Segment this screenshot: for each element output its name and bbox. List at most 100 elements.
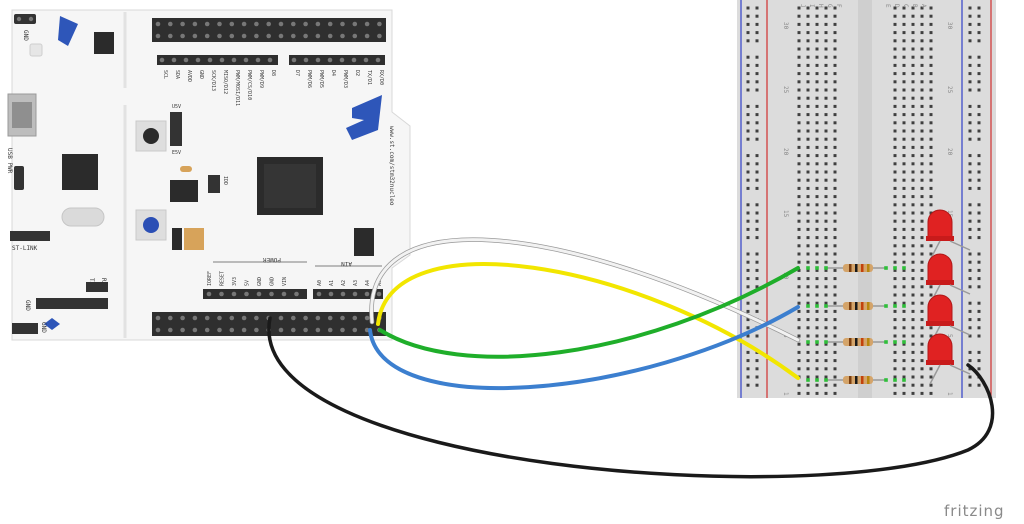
col-letter: G [826, 4, 833, 8]
voltage-regulator [170, 180, 198, 202]
led-red [926, 294, 971, 346]
components [806, 209, 971, 385]
pin-label: GND [198, 70, 204, 79]
connected-hole [884, 378, 888, 382]
row-number: 15 [782, 210, 789, 218]
col-letter: H [817, 4, 824, 8]
led-red [926, 333, 971, 385]
connected-hole [806, 340, 810, 344]
connected-hole [893, 266, 897, 270]
label-ain: AIN [341, 260, 352, 267]
resistor-band [849, 376, 852, 384]
connected-hole [815, 266, 819, 270]
wire-blue [368, 305, 800, 390]
col-letter: I [808, 4, 815, 8]
crystal [61, 207, 105, 227]
label-gnd-bottom: GND [24, 300, 31, 311]
mini-chip [94, 32, 114, 54]
connected-hole [824, 378, 828, 382]
pin-label: SCK/D13 [210, 70, 216, 91]
wire-yellow [376, 262, 800, 380]
st-logo-bottom-icon [44, 318, 60, 330]
wire-white [369, 237, 801, 343]
connected-hole [824, 266, 828, 270]
reset-button-cap [143, 217, 159, 233]
col-letter: C [902, 4, 909, 8]
connected-hole [902, 378, 906, 382]
pin-label: RX/D0 [378, 70, 384, 85]
row-number: 5 [946, 334, 953, 338]
connected-hole [815, 378, 819, 382]
pin-label: D8 [270, 70, 276, 76]
col-letter: B [911, 4, 918, 8]
pin-label: A4 [365, 280, 371, 286]
row-number: 1 [946, 392, 953, 396]
connected-hole [806, 304, 810, 308]
pin-label: A5 [377, 280, 383, 286]
connected-hole [806, 266, 810, 270]
connected-hole [902, 266, 906, 270]
connected-hole [815, 340, 819, 344]
resistor-band [849, 338, 852, 346]
row-number: 15 [946, 210, 953, 218]
connected-hole [806, 378, 810, 382]
resistor-band [849, 302, 852, 310]
resistor-band [861, 338, 864, 346]
st-logo-icon [346, 95, 382, 140]
row-number: 30 [946, 22, 953, 30]
pin-label: PWM/D3 [342, 70, 348, 88]
resistors [826, 264, 886, 384]
pin-label: PWM/D5 [318, 70, 324, 88]
connected-hole [902, 340, 906, 344]
col-letter: D [893, 4, 900, 8]
resistor-band [867, 264, 870, 272]
pin-label: PWM/D6 [306, 70, 312, 88]
wire-black [267, 316, 995, 479]
connected-hole [824, 304, 828, 308]
row-number: 30 [782, 22, 789, 30]
resistor-band [849, 264, 852, 272]
gnd-header-top [14, 14, 36, 24]
wires [267, 237, 995, 479]
pin-label: 3V3 [232, 277, 238, 286]
pin-label: A2 [341, 280, 347, 286]
pin-label: PWM/CS/D10 [246, 70, 252, 100]
connected-hole [893, 378, 897, 382]
label-usb-pwr: USB PWR [6, 148, 13, 174]
pin-label: 5V [245, 280, 251, 286]
col-letter: J [799, 4, 806, 8]
connected-hole [893, 304, 897, 308]
stlink-header [10, 231, 50, 241]
pin-label: D4 [330, 70, 336, 76]
pin-label: VIN [282, 277, 288, 286]
breadboard-center-channel [858, 0, 872, 398]
pin-label: SDA [174, 70, 180, 79]
row-number: 25 [946, 86, 953, 94]
resistor-band [867, 302, 870, 310]
pin-label: AVDD [186, 70, 192, 82]
connected-hole [884, 304, 888, 308]
morpho-header-top [152, 18, 386, 42]
label-tx: TX [88, 278, 95, 286]
pin-label: PWM/D9 [258, 70, 264, 88]
led-red [926, 253, 971, 305]
fritzing-brand: fritzing [944, 502, 1005, 520]
col-letter: A [920, 4, 927, 8]
connected-hole [902, 304, 906, 308]
label-st-link: ST-LINK [12, 245, 38, 252]
resistor-band [855, 302, 858, 310]
resistor-band [855, 338, 858, 346]
st-logo-small-icon [58, 16, 78, 46]
connected-hole [824, 340, 828, 344]
pin-label: GND [270, 277, 276, 286]
bottom-left-header [36, 298, 108, 309]
row-number: 1 [782, 392, 789, 396]
label-gnd-bottom-2: GND [40, 322, 47, 333]
pin-label: A0 [317, 280, 323, 286]
power-header [203, 289, 307, 299]
